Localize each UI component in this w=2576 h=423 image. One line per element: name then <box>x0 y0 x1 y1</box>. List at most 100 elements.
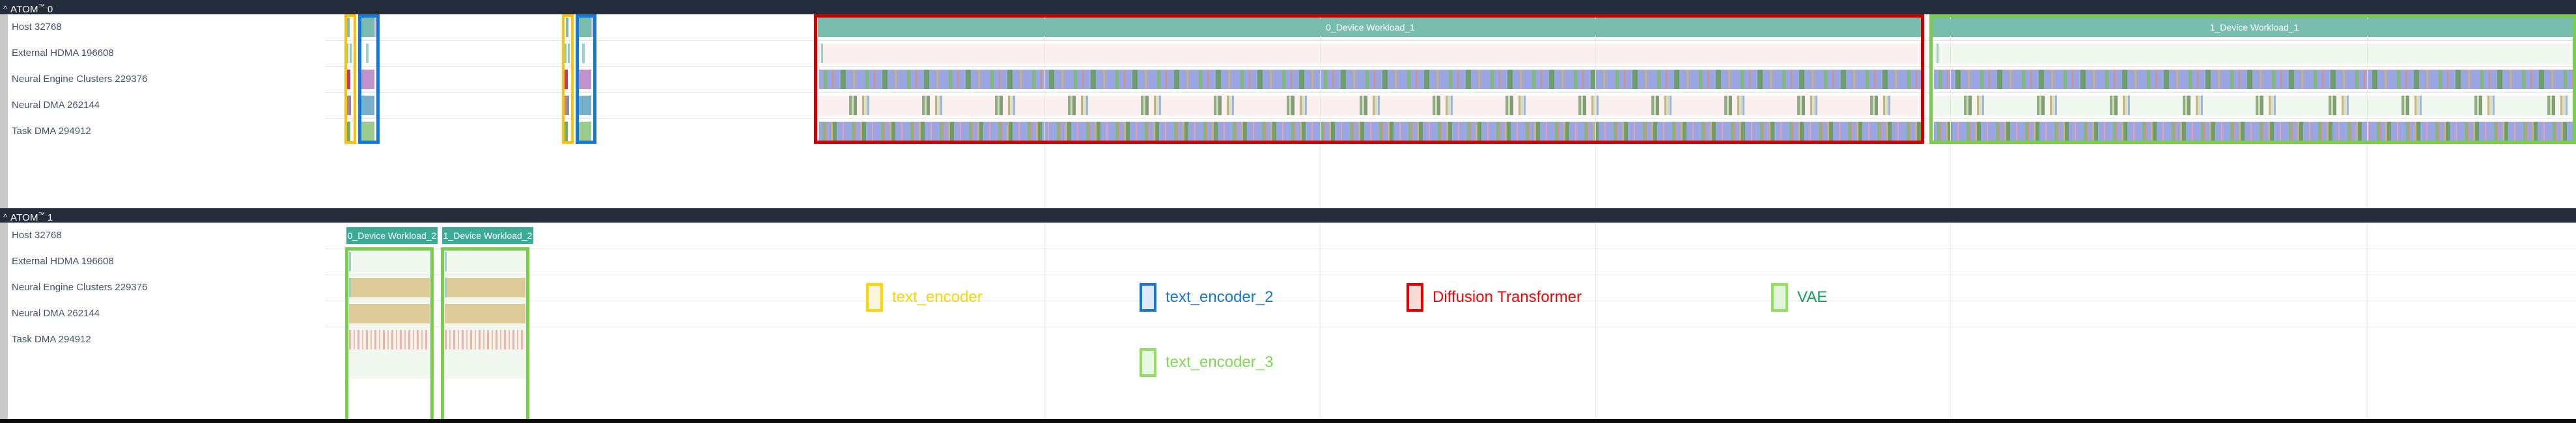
timeline-bar-bg[interactable] <box>1933 44 2576 63</box>
lane-external-hdma[interactable] <box>326 249 2576 275</box>
row-label-task-dma: Task DMA 294912 <box>12 334 91 345</box>
legend-item-text-encoder-3[interactable]: text_encoder_3 <box>1140 348 1273 377</box>
timeline-bar[interactable] <box>347 18 350 37</box>
timeline-bar[interactable] <box>360 96 374 115</box>
row-label-external-hdma: External HDMA 196608 <box>12 256 114 267</box>
row-label-external-hdma: External HDMA 196608 <box>12 48 114 59</box>
time-gridline <box>1950 14 1951 208</box>
legend-item-vae[interactable]: VAE <box>1771 283 1827 312</box>
timeline-bar[interactable] <box>349 304 430 323</box>
trademark-glyph: ™ <box>38 3 45 10</box>
timeline-bar-stripes[interactable] <box>445 330 525 349</box>
legend-swatch-text-encoder-3 <box>1140 348 1156 377</box>
row-label-column-atom-0: Host 32768 External HDMA 196608 Neural E… <box>8 14 326 208</box>
track-area-atom-1[interactable]: 0_Device Workload_2 1_Device Workload_2 <box>326 223 2576 419</box>
workload-chip-1-device-workload-2[interactable]: 1_Device Workload_2 <box>442 227 533 244</box>
bottom-rule <box>0 419 2576 423</box>
timeline-bar[interactable] <box>567 96 569 115</box>
time-gridline <box>1320 223 1321 419</box>
lane-host[interactable] <box>326 223 2576 249</box>
timeline-bar[interactable] <box>577 122 591 141</box>
timeline-bar[interactable] <box>346 122 350 141</box>
legend-label-vae: VAE <box>1797 288 1828 306</box>
lane-neural-engine-clusters[interactable] <box>326 66 2576 92</box>
timeline-bar-stripes[interactable] <box>1934 122 2576 141</box>
timeline-bar-bg[interactable] <box>818 44 1923 63</box>
timeline-bar[interactable] <box>577 70 591 89</box>
row-label-neural-engine: Neural Engine Clusters 229376 <box>12 74 148 85</box>
timeline-bar[interactable] <box>591 18 595 37</box>
timeline-bar-stripes[interactable] <box>819 122 1922 141</box>
time-gridline <box>1950 223 1951 419</box>
timeline-bar[interactable] <box>445 278 447 297</box>
lane-neural-dma[interactable] <box>326 92 2576 118</box>
time-gridline <box>2367 14 2368 208</box>
legend-item-text-encoder[interactable]: text_encoder <box>866 283 983 312</box>
timeline-bar[interactable] <box>821 44 823 63</box>
group-header-atom-1[interactable]: ^ATOM™ 1 <box>0 208 2576 223</box>
row-label-task-dma: Task DMA 294912 <box>12 126 91 137</box>
workload-chip-1-device-workload-1[interactable]: 1_Device Workload_1 <box>1933 19 2576 36</box>
time-gridline <box>1320 14 1321 208</box>
timeline-bar[interactable] <box>350 44 352 63</box>
collapse-caret-icon[interactable]: ^ <box>3 4 8 14</box>
workload-chip-0-device-workload-2[interactable]: 0_Device Workload_2 <box>346 227 438 244</box>
row-label-host: Host 32768 <box>12 230 62 241</box>
timeline-bar[interactable] <box>349 278 351 297</box>
timeline-bar[interactable] <box>374 18 378 37</box>
lane-external-hdma[interactable] <box>326 40 2576 66</box>
timeline-bar[interactable] <box>349 96 351 115</box>
legend-swatch-text-encoder <box>866 283 883 312</box>
timeline-bar[interactable] <box>577 96 591 115</box>
timeline-bar[interactable] <box>346 44 348 63</box>
legend-swatch-diffusion-transformer <box>1407 283 1423 312</box>
timeline-bar[interactable] <box>568 44 570 63</box>
legend-swatch-text-encoder-2 <box>1140 283 1156 312</box>
timeline-bar[interactable] <box>346 70 350 89</box>
timeline-bar[interactable] <box>360 18 374 37</box>
timeline-bar[interactable] <box>582 44 585 63</box>
timeline-bar[interactable] <box>577 18 591 37</box>
legend-item-text-encoder-2[interactable]: text_encoder_2 <box>1140 283 1273 312</box>
timeline-bar[interactable] <box>565 122 568 141</box>
timeline-bar[interactable] <box>445 304 525 323</box>
timeline-bar[interactable] <box>1937 44 1939 63</box>
row-divider <box>8 118 2576 119</box>
lane-task-dma[interactable] <box>326 118 2576 144</box>
timeline-bar[interactable] <box>360 70 374 89</box>
timeline-bar[interactable] <box>565 70 568 89</box>
legend-item-diffusion-transformer[interactable]: Diffusion Transformer <box>1407 283 1582 312</box>
panel-gutter <box>0 223 8 419</box>
timeline-bar[interactable] <box>349 252 351 271</box>
legend-swatch-vae <box>1771 283 1788 312</box>
timeline-bar-stripes[interactable] <box>819 96 1922 115</box>
legend: text_encoder text_encoder_2 Diffusion Tr… <box>866 277 1973 407</box>
timeline-bar[interactable] <box>360 122 374 141</box>
collapse-caret-icon[interactable]: ^ <box>3 212 8 222</box>
row-label-neural-engine: Neural Engine Clusters 229376 <box>12 282 148 293</box>
timeline-bar[interactable] <box>346 96 349 115</box>
timeline-bar[interactable] <box>445 278 525 297</box>
group-header-atom-0[interactable]: ^ATOM™ 0 <box>0 0 2576 14</box>
time-gridline <box>1044 14 1045 208</box>
timeline-bar[interactable] <box>366 44 369 63</box>
trademark-glyph: ™ <box>38 212 45 219</box>
timeline-bar-stripes[interactable] <box>819 70 1922 89</box>
row-label-neural-dma: Neural DMA 262144 <box>12 308 100 319</box>
group-index-atom-1: 1 <box>47 212 53 223</box>
time-gridline <box>2367 223 2368 419</box>
timeline-bar-stripes[interactable] <box>1934 96 2576 115</box>
timeline-bar-stripes[interactable] <box>349 330 430 349</box>
timeline-bar[interactable] <box>565 44 567 63</box>
track-area-atom-0[interactable]: 0_Device Workload_1 1_Device Workload_1 <box>326 14 2576 208</box>
timeline-bar-stripes[interactable] <box>1934 70 2576 89</box>
row-divider <box>8 92 2576 93</box>
legend-label-text-encoder-3: text_encoder_3 <box>1166 353 1274 371</box>
timeline-bar[interactable] <box>445 252 447 271</box>
timeline-bar[interactable] <box>566 18 568 37</box>
timeline-bar[interactable] <box>565 96 567 115</box>
row-label-neural-dma: Neural DMA 262144 <box>12 100 100 111</box>
workload-chip-0-device-workload-1[interactable]: 0_Device Workload_1 <box>818 19 1923 36</box>
timeline-bar[interactable] <box>349 278 430 297</box>
